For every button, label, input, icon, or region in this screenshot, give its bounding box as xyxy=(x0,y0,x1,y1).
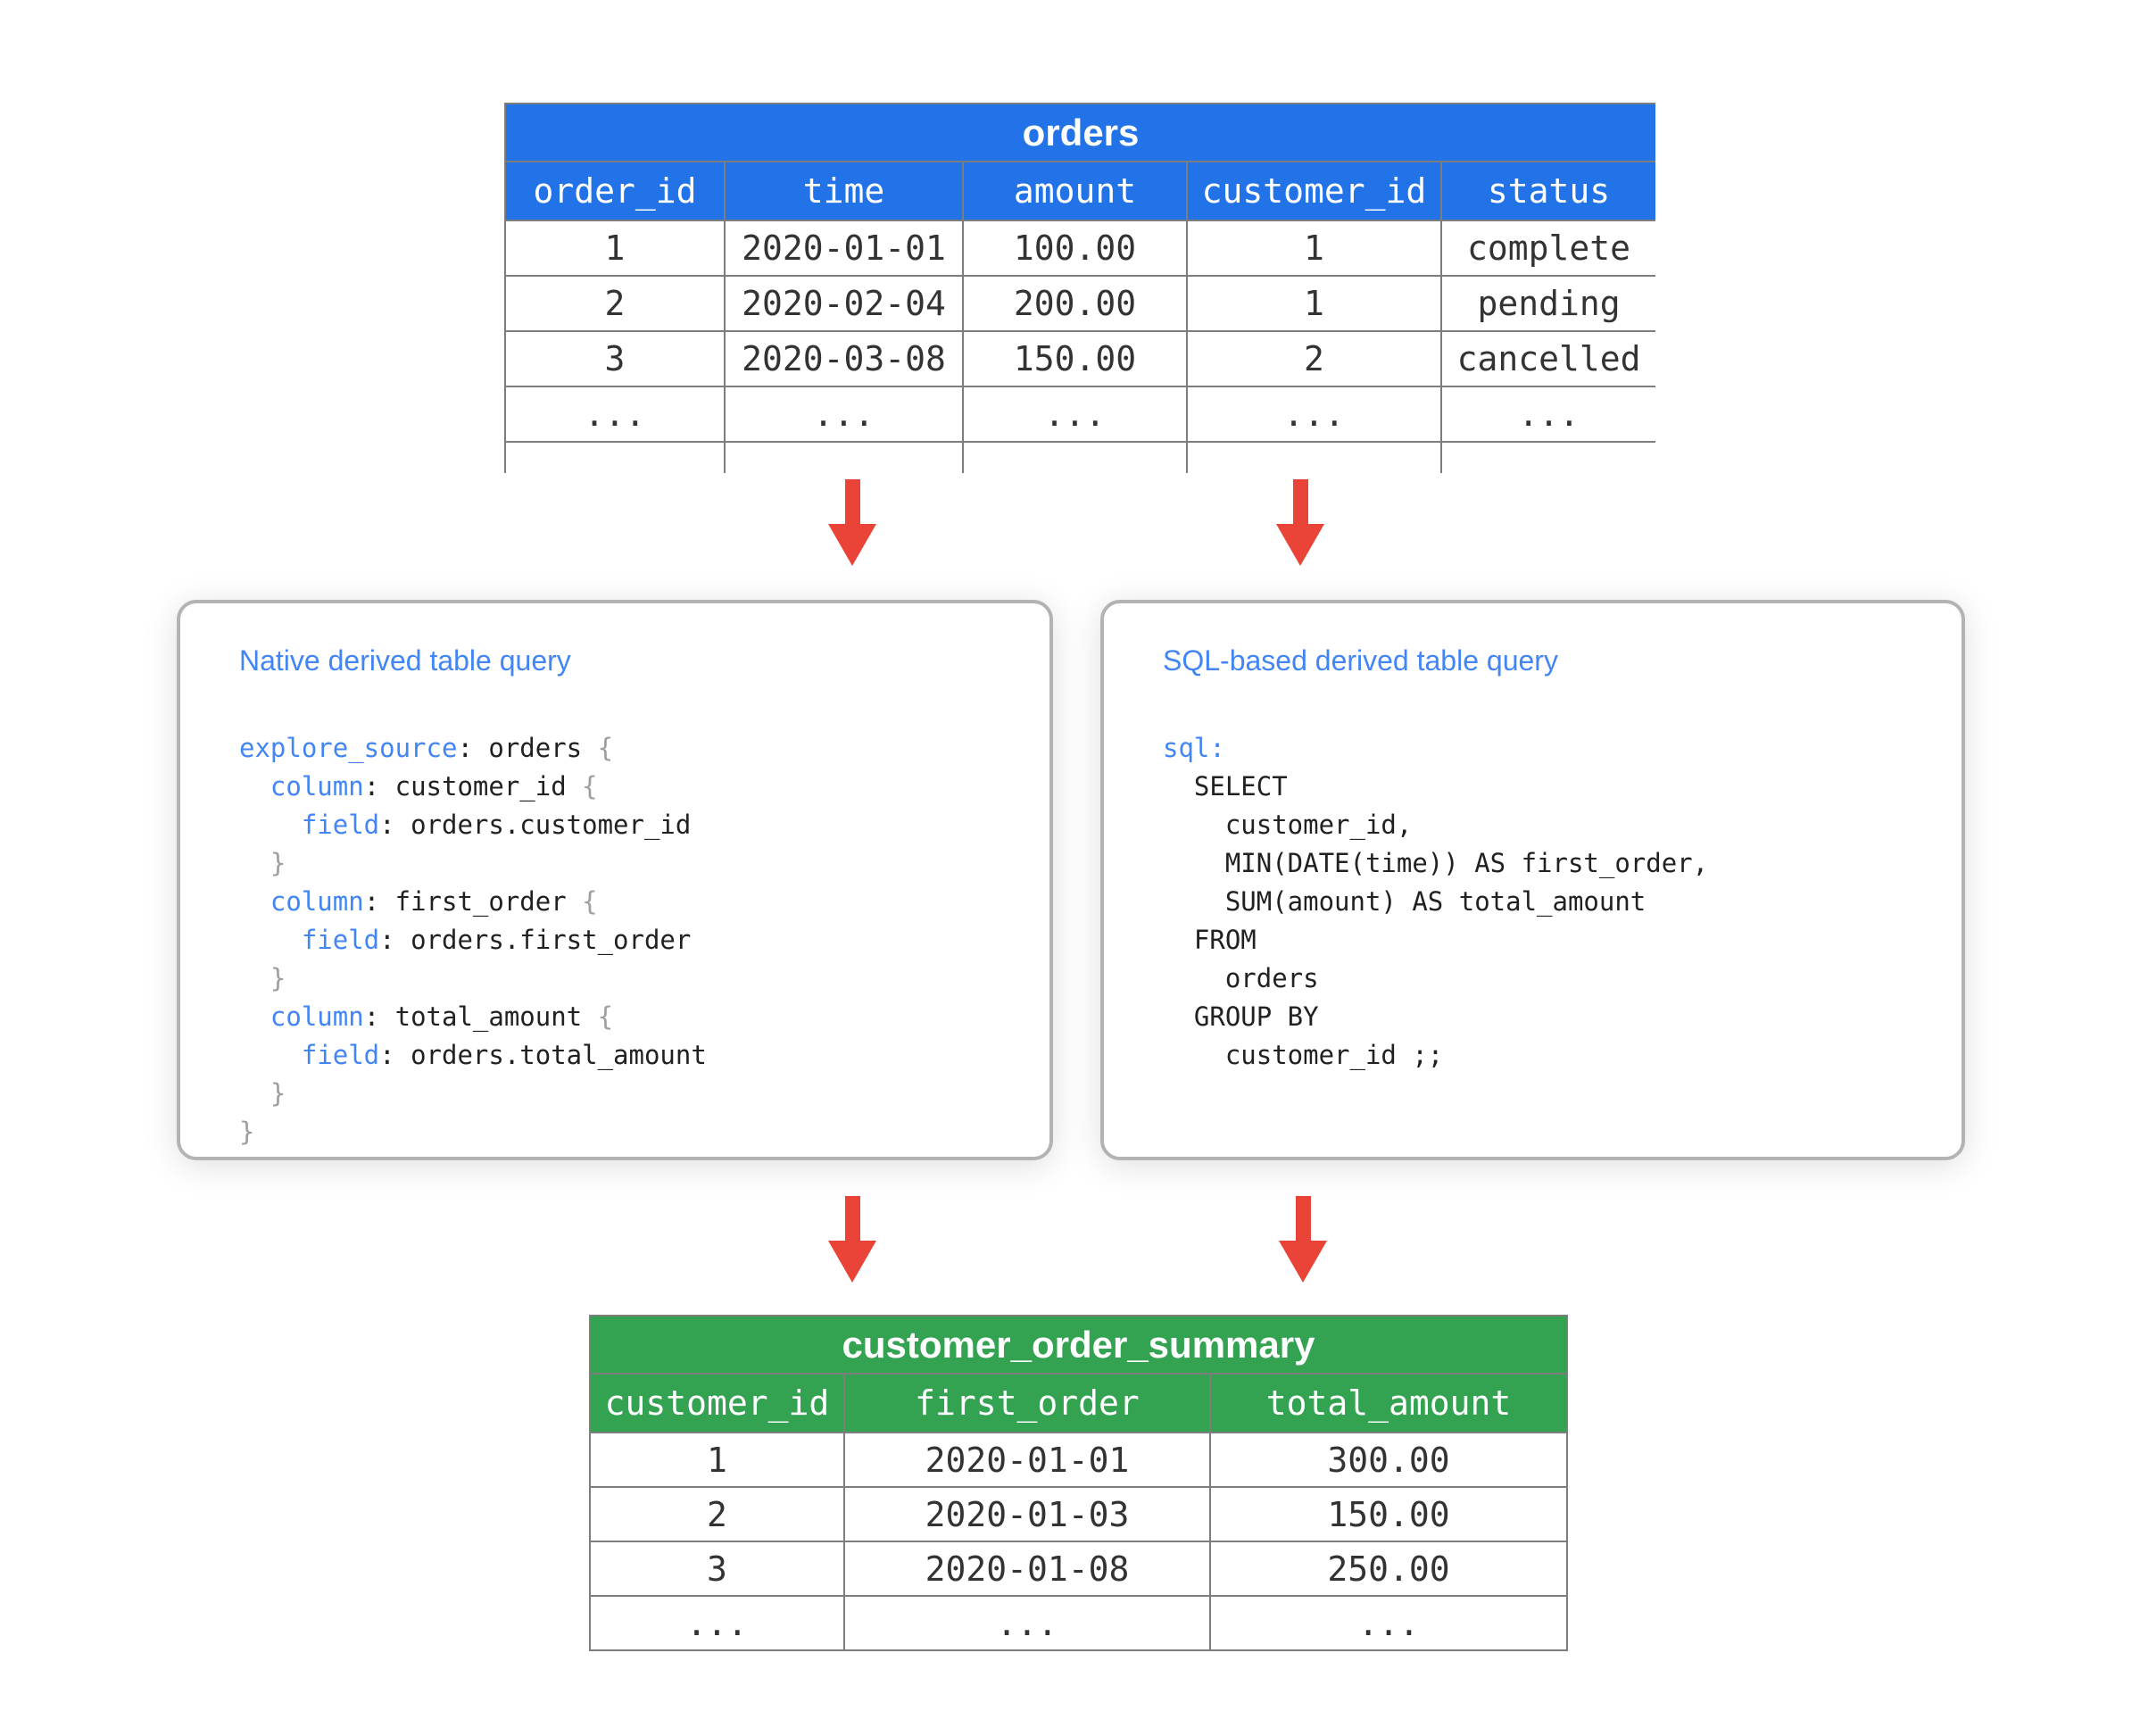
down-arrow-icon xyxy=(1279,1196,1327,1283)
table-cell: complete xyxy=(1439,220,1655,277)
table-cell: ... xyxy=(589,1595,845,1651)
table-cell: 150.00 xyxy=(962,330,1188,387)
down-arrow-icon xyxy=(828,1196,876,1283)
column-header: first_order xyxy=(843,1373,1211,1433)
arrow-head xyxy=(1279,1241,1327,1283)
table-cell: 150.00 xyxy=(1208,1486,1569,1542)
code-line: customer_id, xyxy=(1163,810,1413,840)
table-cell: pending xyxy=(1439,275,1655,332)
code-line: orders xyxy=(1163,963,1319,993)
table-cell: 1 xyxy=(504,220,726,277)
table-cell: 3 xyxy=(504,330,726,387)
table-cell: 2 xyxy=(504,275,726,332)
table-title-row: customer_order_summary xyxy=(588,1315,1569,1375)
table-cell: ... xyxy=(962,386,1188,443)
orders-table-title: orders xyxy=(504,103,1655,162)
code-line: } xyxy=(239,1078,286,1109)
native-derived-table-panel: Native derived table query explore_sourc… xyxy=(177,600,1053,1160)
table-cell: ... xyxy=(843,1595,1211,1651)
table-cell: 1 xyxy=(1186,275,1442,332)
code-line: explore_source: orders { xyxy=(239,733,614,763)
arrow-head xyxy=(828,524,876,566)
code-line: MIN(DATE(time)) AS first_order, xyxy=(1163,848,1709,878)
table-row: ............... xyxy=(504,386,1655,443)
table-cell: ... xyxy=(1439,386,1655,443)
table-cell: 2 xyxy=(1186,330,1442,387)
column-header: order_id xyxy=(504,161,726,221)
table-cell: 250.00 xyxy=(1208,1541,1569,1597)
column-header: customer_id xyxy=(589,1373,845,1433)
table-cell: 2020-01-01 xyxy=(843,1432,1211,1488)
summary-table-title: customer_order_summary xyxy=(588,1315,1569,1375)
column-header: total_amount xyxy=(1208,1373,1569,1433)
table-cell: ... xyxy=(504,386,726,443)
code-line: sql: xyxy=(1163,733,1225,763)
code-line: SUM(amount) AS total_amount xyxy=(1163,886,1646,917)
arrow-shaft xyxy=(1295,1196,1311,1241)
table-cell: 100.00 xyxy=(962,220,1188,277)
sql-code-block: sql: SELECT customer_id, MIN(DATE(time))… xyxy=(1163,729,1962,1075)
column-header: customer_id xyxy=(1186,161,1442,221)
panel-title: SQL-based derived table query xyxy=(1163,644,1558,677)
arrow-shaft xyxy=(844,1196,860,1241)
table-cell: ... xyxy=(724,386,964,443)
code-line: field: orders.first_order xyxy=(301,925,692,955)
table-cell: 1 xyxy=(589,1432,845,1488)
code-line: column: first_order { xyxy=(270,886,598,917)
panel-title: Native derived table query xyxy=(239,644,571,677)
down-arrow-icon xyxy=(1276,479,1324,566)
table-cell: 3 xyxy=(589,1541,845,1597)
code-line: GROUP BY xyxy=(1163,1001,1319,1032)
table-cell: 2020-03-08 xyxy=(724,330,964,387)
code-line: } xyxy=(239,963,286,993)
table-cell: ... xyxy=(1186,386,1442,443)
arrow-shaft xyxy=(844,479,860,524)
table-cell: cancelled xyxy=(1439,330,1655,387)
lookml-code-block: explore_source: orders { column: custome… xyxy=(239,729,1049,1151)
cropped-table-row xyxy=(504,441,1655,473)
code-line: customer_id ;; xyxy=(1163,1040,1444,1070)
table-title-row: orders xyxy=(504,103,1655,162)
table-cell: 2020-02-04 xyxy=(724,275,964,332)
table-cell: 2 xyxy=(589,1486,845,1542)
table-row: ......... xyxy=(589,1595,1569,1651)
arrow-shaft xyxy=(1292,479,1308,524)
code-line: SELECT xyxy=(1163,771,1288,802)
table-cell: 2020-01-08 xyxy=(843,1541,1211,1597)
code-line: } xyxy=(239,848,286,878)
table-cell: 300.00 xyxy=(1208,1432,1569,1488)
table-cell: ... xyxy=(1208,1595,1569,1651)
column-header: time xyxy=(724,161,964,221)
table-cell: 1 xyxy=(1186,220,1442,277)
table-cell: 2020-01-03 xyxy=(843,1486,1211,1542)
down-arrow-icon xyxy=(828,479,876,566)
code-line: column: customer_id { xyxy=(270,771,598,802)
code-line: field: orders.customer_id xyxy=(301,810,692,840)
column-header: status xyxy=(1439,161,1655,221)
code-line: } xyxy=(239,1117,255,1147)
table-cell: 2020-01-01 xyxy=(724,220,964,277)
arrow-head xyxy=(1276,524,1324,566)
table-cell: 200.00 xyxy=(962,275,1188,332)
arrow-head xyxy=(828,1241,876,1283)
code-line: column: total_amount { xyxy=(270,1001,614,1032)
sql-derived-table-panel: SQL-based derived table query sql: SELEC… xyxy=(1100,600,1965,1160)
code-line: FROM xyxy=(1163,925,1257,955)
code-line: field: orders.total_amount xyxy=(301,1040,707,1070)
column-header: amount xyxy=(962,161,1188,221)
